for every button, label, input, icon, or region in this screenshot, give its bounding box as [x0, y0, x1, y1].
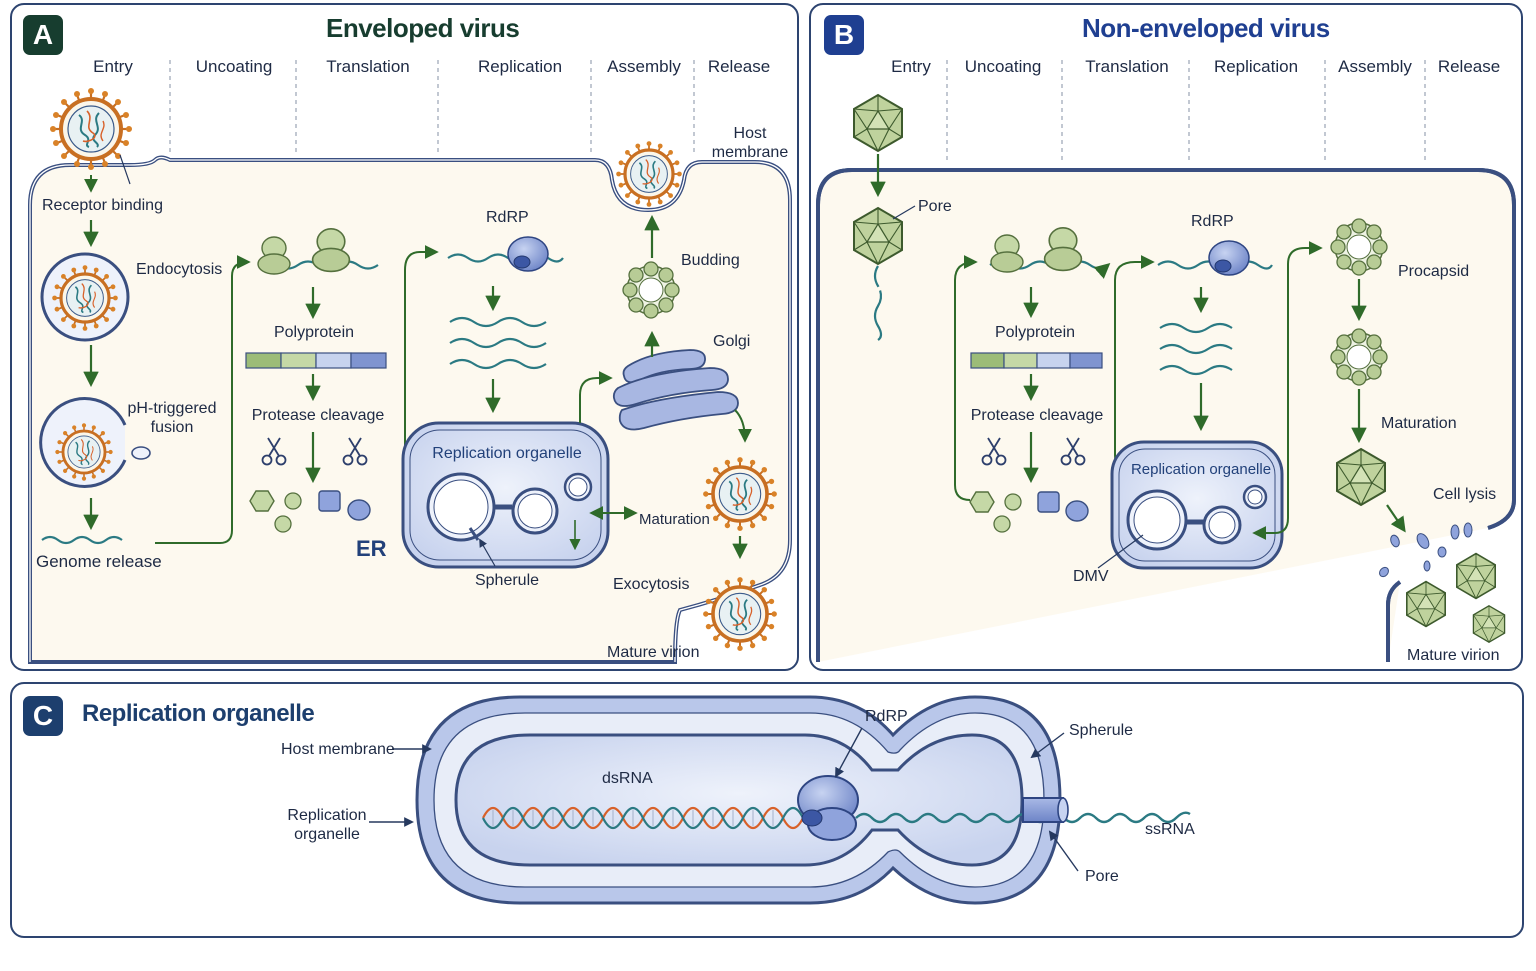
label-maturation-a: Maturation	[639, 511, 710, 528]
panel-b-badge: B	[824, 15, 864, 55]
label-dsrna: dsRNA	[602, 770, 653, 787]
panel-a-badge: A	[23, 15, 63, 55]
label-spherule-c: Spherule	[1069, 722, 1134, 739]
stage-release-a: Release	[707, 57, 771, 76]
rdrp-complex-icon	[797, 775, 859, 841]
genome-rna-icon	[41, 535, 123, 545]
label-maturation-b: Maturation	[1381, 415, 1457, 432]
rdrp-enzyme-icon	[507, 236, 549, 272]
stage-replication-b: Replication	[1213, 57, 1299, 76]
panel-b-stage-dividers	[946, 60, 1426, 160]
assembling-capsid-icon	[622, 261, 680, 319]
label-replication-organelle-a: Replication organelle	[432, 445, 582, 462]
label-rdrp-c: RdRP	[865, 708, 908, 725]
ejected-genome-icon	[873, 265, 883, 341]
label-pore-c: Pore	[1085, 868, 1119, 885]
label-ssrna: ssRNA	[1145, 821, 1195, 838]
mature-virion-a-icon	[701, 575, 779, 653]
panel-b-title: Non-enveloped virus	[1082, 13, 1330, 43]
label-er: ER	[356, 536, 387, 561]
label-procapsid: Procapsid	[1398, 263, 1470, 280]
label-protease-cleavage-a: Protease cleavage	[251, 407, 385, 424]
cell-debris-icon	[1379, 522, 1473, 578]
cleaved-proteins-b	[969, 491, 1089, 533]
label-polyprotein-a: Polyprotein	[273, 324, 355, 341]
stage-entry-a: Entry	[93, 57, 133, 76]
label-rdrp-a: RdRP	[486, 209, 529, 226]
budding-virion-icon	[614, 139, 684, 209]
rna-copies-icon	[449, 316, 547, 370]
cleaved-proteins	[249, 490, 371, 533]
label-ph-fusion: pH-triggered fusion	[127, 400, 217, 436]
label-golgi: Golgi	[713, 333, 751, 350]
label-exocytosis: Exocytosis	[613, 576, 690, 593]
stage-entry-b: Entry	[891, 57, 931, 76]
stage-uncoating-b: Uncoating	[964, 57, 1042, 76]
stage-translation-b: Translation	[1085, 57, 1169, 76]
polyprotein-bar-b	[970, 352, 1103, 369]
panel-c-title: Replication organelle	[82, 700, 315, 727]
label-spherule-a: Spherule	[474, 572, 540, 589]
replication-organelle-cross-section	[415, 695, 1062, 905]
label-cell-lysis: Cell lysis	[1433, 486, 1497, 503]
label-mature-virion-b: Mature virion	[1407, 647, 1500, 664]
label-protease-cleavage-b: Protease cleavage	[970, 407, 1104, 424]
panel-c-badge: C	[23, 696, 63, 736]
replication-organelle-b	[1110, 440, 1284, 570]
replication-organelle-a	[401, 421, 610, 569]
stage-uncoating-a: Uncoating	[195, 57, 273, 76]
stage-assembly-b: Assembly	[1338, 57, 1412, 76]
spherule-pore-icon	[1022, 797, 1069, 823]
dsrna-helix-icon	[482, 806, 804, 830]
released-virion-icon	[1455, 552, 1496, 600]
panel-a-title: Enveloped virus	[326, 13, 520, 43]
incoming-capsid-icon	[853, 94, 903, 152]
stage-assembly-a: Assembly	[607, 57, 681, 76]
label-replication-organelle-c: Replication organelle	[287, 807, 367, 843]
label-rdrp-b: RdRP	[1191, 213, 1234, 230]
entering-virion-icon	[48, 86, 134, 172]
label-mature-virion-a: Mature virion	[607, 644, 700, 661]
label-endocytosis: Endocytosis	[136, 261, 223, 278]
label-host-membrane-c: Host membrane	[281, 741, 395, 758]
label-polyprotein-b: Polyprotein	[994, 324, 1076, 341]
stage-replication-a: Replication	[477, 57, 563, 76]
procapsid-icon	[1330, 218, 1388, 276]
label-host-membrane-a: Host membrane	[711, 125, 789, 161]
label-pore-b: Pore	[918, 198, 952, 215]
label-genome-release: Genome release	[36, 552, 162, 571]
golgi-icon	[612, 349, 739, 431]
receptor-pointer	[119, 154, 131, 185]
stage-release-b: Release	[1437, 57, 1501, 76]
label-receptor-binding: Receptor binding	[42, 197, 163, 214]
polyprotein-bar	[245, 352, 387, 369]
maturing-virion-icon	[701, 455, 779, 533]
label-budding: Budding	[681, 252, 740, 269]
label-dmv: DMV	[1073, 568, 1109, 585]
stage-translation-a: Translation	[326, 57, 410, 76]
label-replication-organelle-b: Replication organelle	[1130, 461, 1272, 478]
